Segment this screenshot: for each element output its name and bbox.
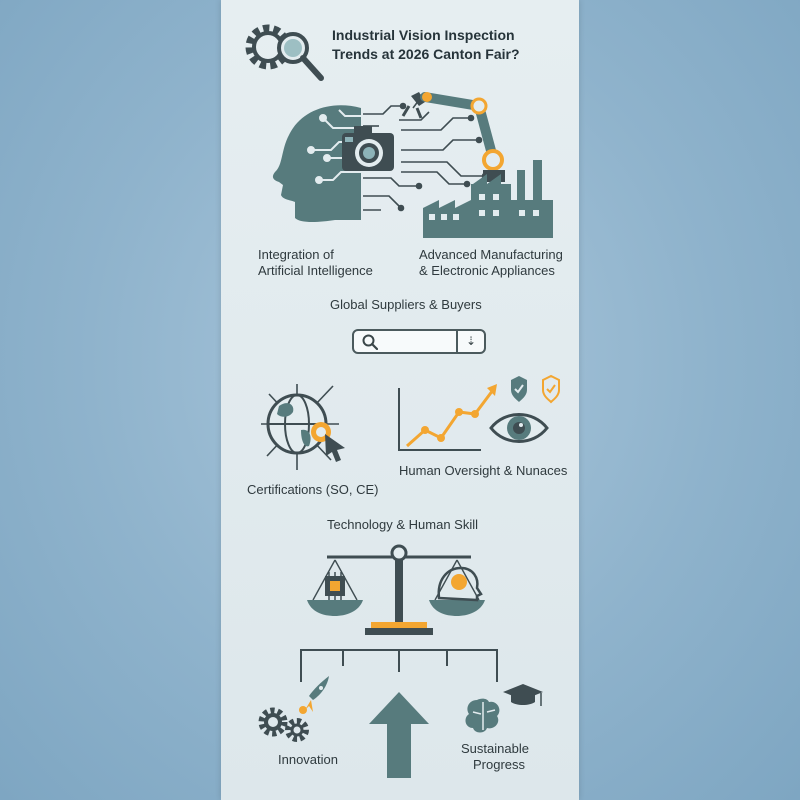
manufacturing-label-line2: & Electronic Appliances bbox=[419, 263, 555, 278]
rocket-icon bbox=[305, 676, 329, 712]
ai-label-line2: Artificial Intelligence bbox=[258, 263, 373, 278]
globe-network-icon bbox=[261, 384, 345, 470]
circuit-lines bbox=[363, 99, 489, 212]
gears-icon bbox=[258, 706, 309, 742]
balance-label: Technology & Human Skill bbox=[327, 517, 479, 532]
oversight-label: Human Oversight & Nunaces bbox=[399, 463, 568, 478]
search-icon bbox=[362, 334, 378, 350]
infographic-panel: Industrial Vision Inspection Trends at 2… bbox=[221, 0, 579, 800]
factory-icon bbox=[423, 160, 553, 238]
suppliers-label: Global Suppliers & Buyers bbox=[330, 297, 482, 312]
growth-chart-icon bbox=[398, 384, 497, 451]
innovation-label: Innovation bbox=[278, 752, 338, 767]
manufacturing-label-line1: Advanced Manufacturing bbox=[419, 247, 563, 262]
page-title-line1: Industrial Vision Inspection bbox=[332, 27, 515, 43]
page-title-line2: Trends at 2026 Canton Fair? bbox=[332, 46, 520, 62]
shield-icons bbox=[511, 374, 560, 404]
robot-arm-icon bbox=[401, 92, 505, 182]
graduation-cap-icon bbox=[503, 684, 543, 706]
dropdown-icon[interactable]: ⇣ bbox=[456, 331, 484, 352]
camera-icon bbox=[342, 126, 394, 171]
sustainable-label-line2: Progress bbox=[473, 757, 526, 772]
search-bar[interactable]: ⇣ bbox=[352, 329, 486, 354]
certifications-label: Certifications (SO, CE) bbox=[247, 482, 379, 497]
gear-magnifier-icon bbox=[245, 24, 324, 81]
sustainable-label-line1: Sustainable bbox=[461, 741, 529, 756]
balance-scale-icon bbox=[307, 544, 485, 635]
infographic-artwork bbox=[245, 24, 560, 778]
connector-lines bbox=[300, 649, 498, 682]
brain-icon bbox=[465, 698, 500, 733]
ai-label-line1: Integration of bbox=[258, 247, 334, 262]
ai-head-icon bbox=[272, 105, 361, 222]
eye-inspection-icon bbox=[489, 413, 549, 443]
up-arrow-icon bbox=[369, 692, 429, 778]
